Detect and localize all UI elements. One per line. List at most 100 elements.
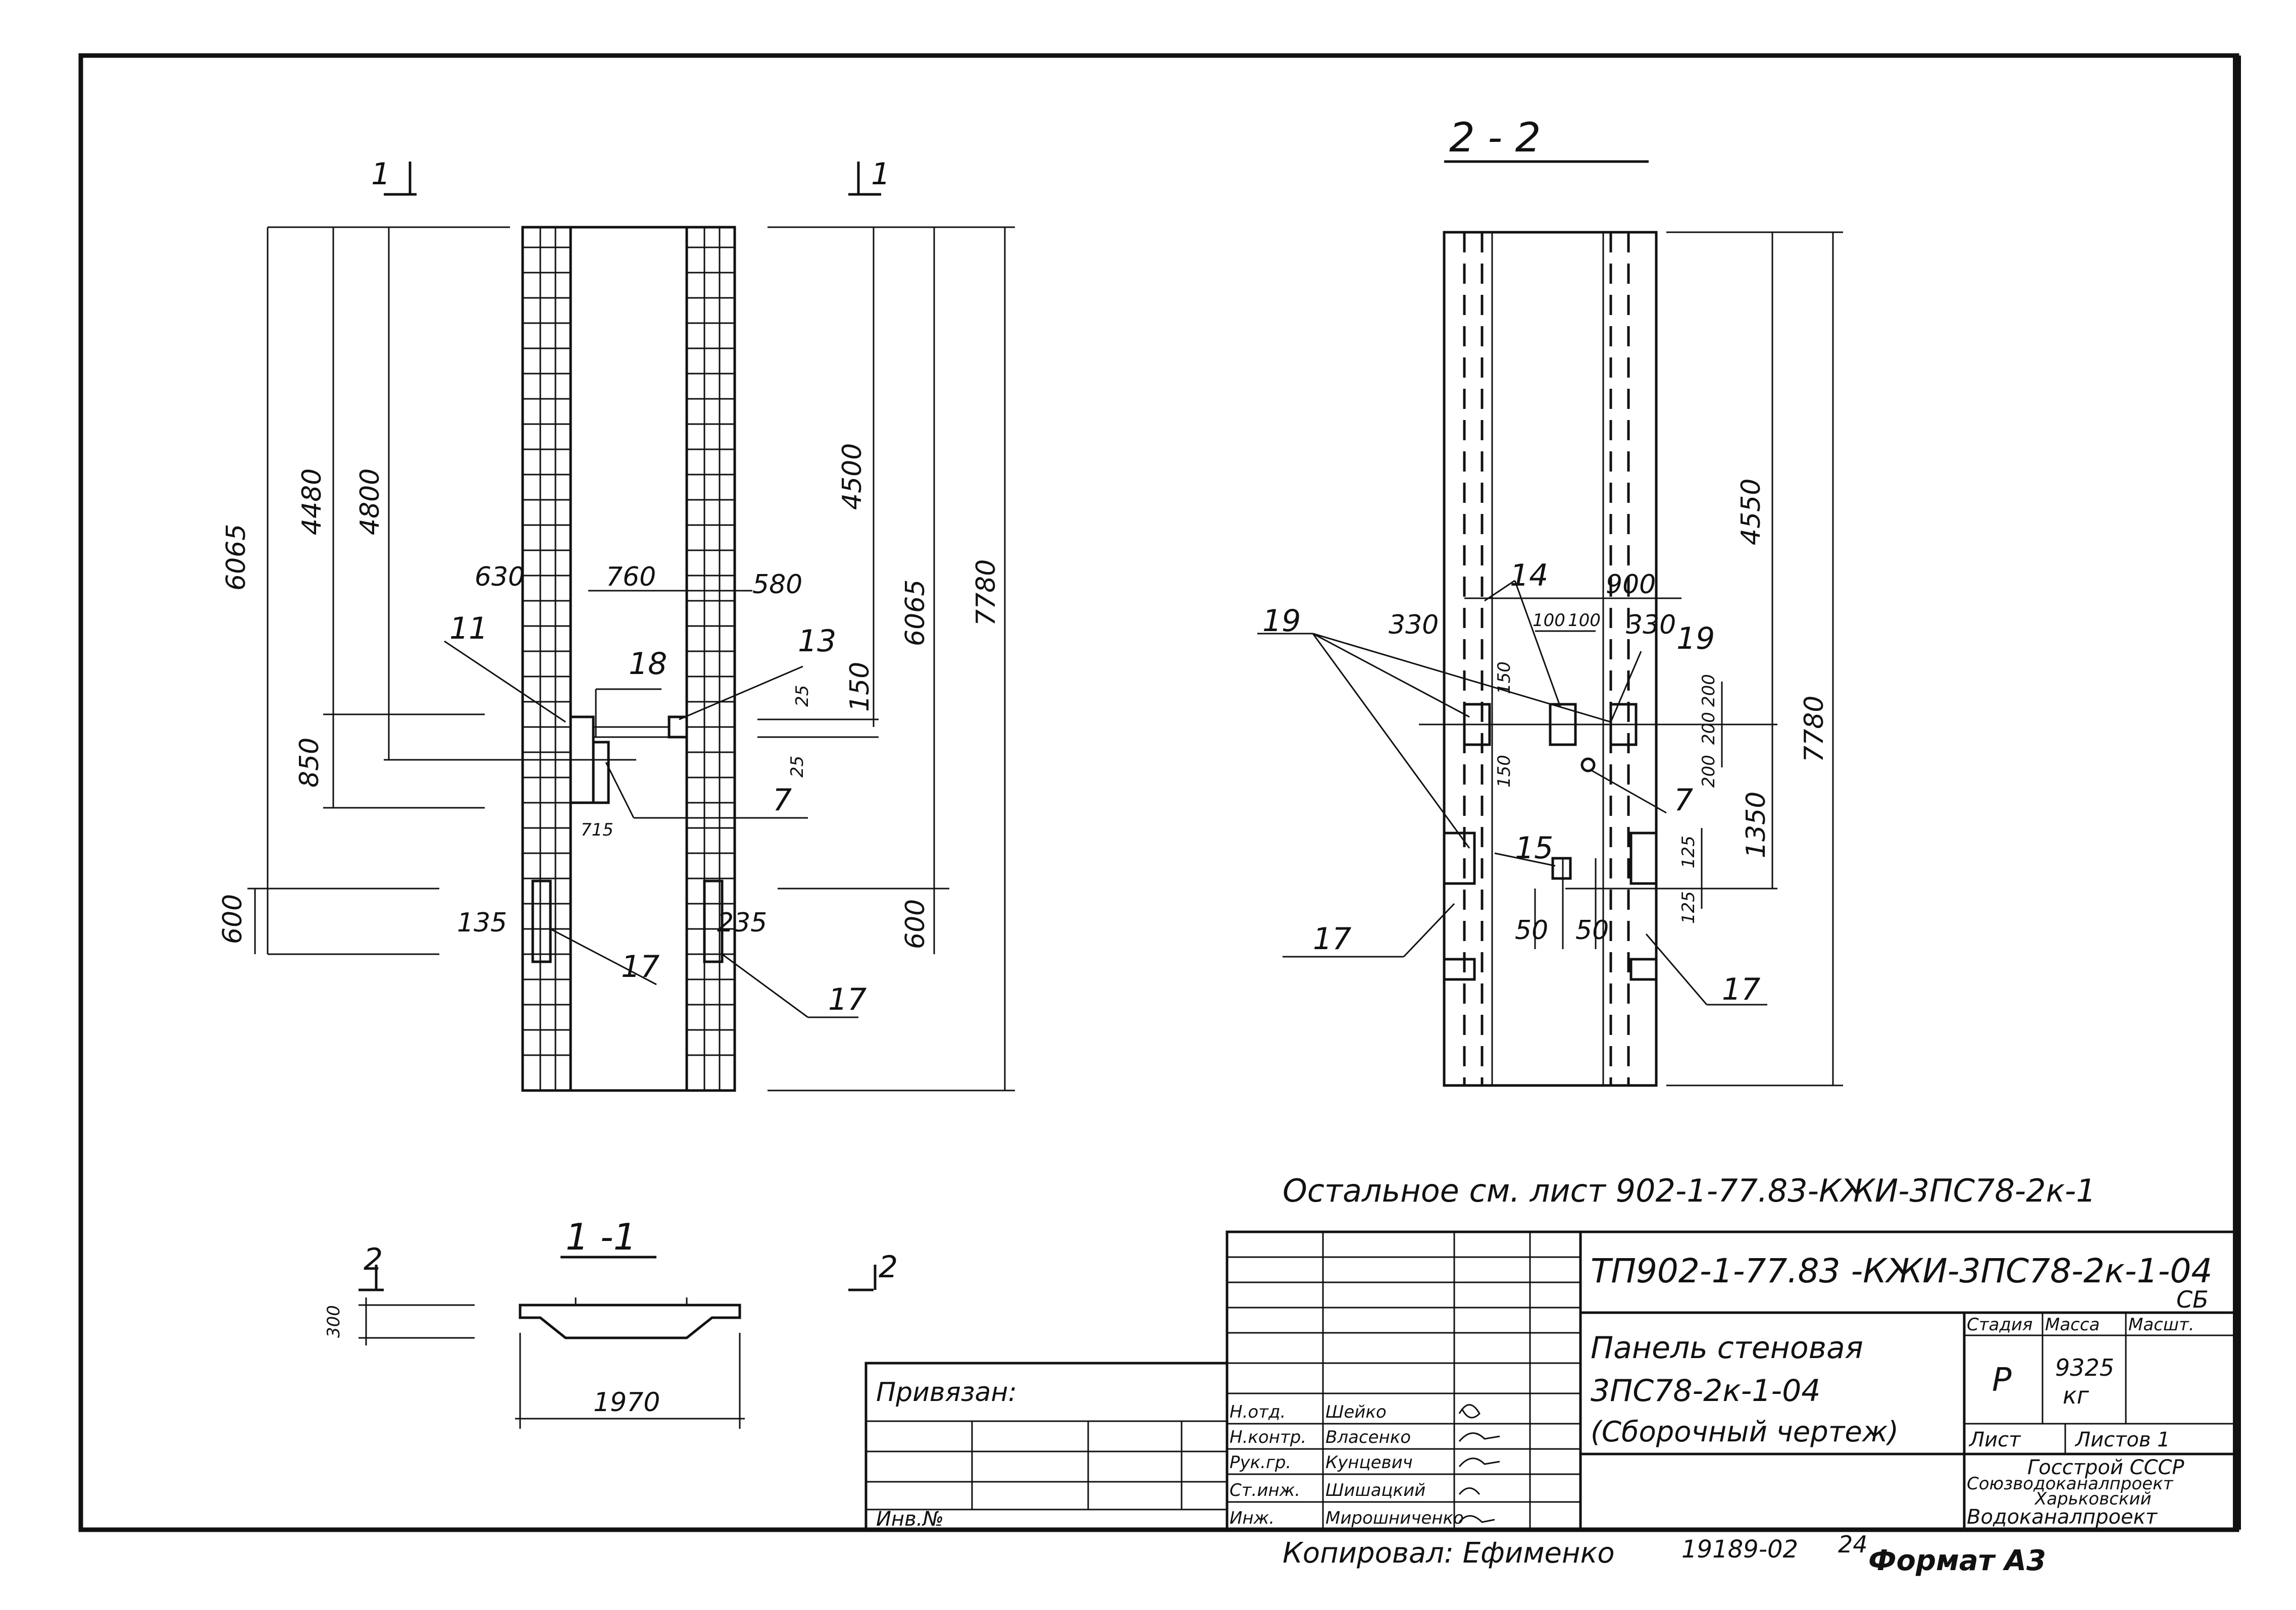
role-1: Н.отд. — [1230, 1402, 1286, 1422]
dim-6065-right: 6065 — [900, 580, 931, 646]
dim-235: 235 — [717, 908, 767, 938]
section-mark-1-right: 1 — [871, 157, 890, 192]
callout-14: 14 — [1510, 558, 1548, 593]
section-1-1-title: 1 -1 — [566, 1216, 636, 1258]
dim-7780-left-view: 7780 — [971, 559, 1001, 626]
title-block-text: ТП902-1-77.83 -КЖИ-3ПС78-2к-1-04 СБ Пане… — [876, 1252, 2212, 1531]
dim-150-a: 150 — [1494, 661, 1514, 694]
role-3: Рук.гр. — [1230, 1452, 1291, 1473]
callout-15: 15 — [1515, 830, 1553, 866]
dim-4800: 4800 — [355, 469, 385, 535]
callout-7: 7 — [773, 783, 792, 818]
callout-17-section-a: 17 — [1313, 921, 1351, 957]
org-line4: Водоканалпроект — [1967, 1505, 2158, 1529]
callout-17-b: 17 — [828, 982, 866, 1017]
dim-1350: 1350 — [1741, 792, 1771, 858]
org-line1: Госстрой СССР — [2027, 1456, 2184, 1479]
callout-11: 11 — [449, 611, 488, 646]
reference-note: Остальное см. лист 902-1-77.83-КЖИ-3ПС78… — [1283, 1172, 2096, 1209]
dim-135: 135 — [457, 908, 507, 938]
dim-4500: 4500 — [837, 443, 868, 510]
col-scale: Масшт. — [2128, 1315, 2195, 1335]
dim-4550: 4550 — [1736, 479, 1766, 545]
name-1: Шейко — [1325, 1402, 1387, 1422]
stage-value: Р — [1992, 1362, 2012, 1399]
callout-7-section: 7 — [1674, 783, 1693, 818]
dim-900: 900 — [1606, 569, 1656, 600]
drawing-suffix: СБ — [2176, 1286, 2209, 1313]
callout-19-b: 19 — [1676, 621, 1715, 656]
archive-number: 19189-02 — [1681, 1535, 1798, 1564]
dim-760: 760 — [606, 562, 656, 592]
dim-100-a: 100 — [1533, 610, 1565, 631]
dim-50-b: 50 — [1575, 915, 1609, 946]
section-1-1-view — [359, 1256, 877, 1429]
dim-200-a: 200 — [1699, 674, 1719, 707]
inv-no-label: Инв.№ — [876, 1508, 944, 1531]
dim-25-b: 25 — [787, 756, 807, 777]
dim-630: 630 — [475, 562, 525, 592]
org-line2: Союзводоканалпроект — [1967, 1474, 2174, 1494]
col-stage: Стадия — [1967, 1315, 2032, 1335]
section-mark-2-left: 2 — [364, 1242, 383, 1277]
dim-850: 850 — [294, 738, 325, 788]
dim-100-b: 100 — [1568, 610, 1601, 631]
name-4: Шишацкий — [1325, 1480, 1425, 1500]
dim-7780-right-view: 7780 — [1799, 696, 1829, 762]
sheet-frame — [78, 53, 2241, 1532]
privyazan-label: Привязан: — [876, 1377, 1017, 1408]
org-line3: Харьковский — [2034, 1489, 2152, 1509]
page-number: 24 — [1838, 1531, 1868, 1558]
callout-18: 18 — [629, 646, 667, 682]
drawing-name-line3: (Сборочный чертеж) — [1591, 1416, 1899, 1448]
name-3: Кунцевич — [1325, 1452, 1413, 1473]
dim-330-a: 330 — [1389, 610, 1439, 640]
dim-580: 580 — [752, 569, 802, 600]
drawing-designation: ТП902-1-77.83 -КЖИ-3ПС78-2к-1-04 — [1591, 1252, 2212, 1290]
name-5: Мирошниченко — [1325, 1508, 1464, 1528]
name-2: Власенко — [1325, 1427, 1411, 1447]
role-5: Инж. — [1230, 1508, 1274, 1528]
role-2: Н.контр. — [1230, 1427, 1306, 1447]
callout-17-section-b: 17 — [1722, 972, 1760, 1007]
callout-17-a: 17 — [621, 949, 659, 984]
dim-330-b: 330 — [1626, 610, 1676, 640]
dim-25-a: 25 — [792, 685, 812, 707]
sheet-label: Лист — [1968, 1428, 2021, 1451]
mass-value: 9325 — [2055, 1354, 2114, 1381]
dim-300: 300 — [324, 1305, 344, 1338]
dim-715: 715 — [581, 820, 614, 840]
section-mark-1-left: 1 — [371, 157, 390, 192]
paper-format: Формат А3 — [1868, 1544, 2046, 1577]
section-2-2-view — [1257, 160, 1843, 1087]
sheets-label: Листов 1 — [2074, 1428, 2170, 1451]
left-view-labels: 1 1 6065 4480 4800 850 600 630 760 580 4… — [218, 157, 1001, 1017]
dim-6065-left: 6065 — [221, 524, 251, 591]
dim-50-a: 50 — [1515, 915, 1548, 946]
section-mark-2-right: 2 — [879, 1250, 898, 1285]
left-panel-view — [247, 162, 1015, 1092]
section-2-2-title: 2 - 2 — [1449, 114, 1541, 161]
section-1-1-labels: 1 -1 2 2 300 1970 — [324, 1216, 898, 1418]
callout-13: 13 — [798, 624, 836, 659]
dim-200-c: 200 — [1699, 755, 1719, 788]
dim-600-right: 600 — [900, 899, 931, 949]
callout-19-a: 19 — [1262, 603, 1301, 639]
footer: Копировал: Ефименко 19189-02 24 Формат А… — [1283, 1531, 2046, 1577]
drawing-name-line1: Панель стеновая — [1591, 1330, 1863, 1366]
drawing-name-line2: 3ПС78-2к-1-04 — [1591, 1373, 1820, 1409]
dim-1970: 1970 — [593, 1387, 660, 1418]
dim-4480: 4480 — [297, 469, 327, 535]
dim-150-b: 150 — [1494, 755, 1514, 788]
dim-125-a: 125 — [1678, 836, 1699, 868]
col-mass: Масса — [2045, 1315, 2100, 1335]
section-2-2-labels: 2 - 2 4550 7780 330 900 330 100 100 150 … — [1262, 114, 1829, 1007]
signature-marks — [1458, 1404, 1500, 1523]
dim-600-left: 600 — [218, 894, 248, 944]
dim-125-b: 125 — [1678, 891, 1699, 924]
role-4: Ст.инж. — [1230, 1480, 1300, 1500]
copied-by: Копировал: Ефименко — [1283, 1537, 1615, 1570]
title-block — [864, 1230, 2238, 1531]
dim-200-b: 200 — [1699, 712, 1719, 745]
